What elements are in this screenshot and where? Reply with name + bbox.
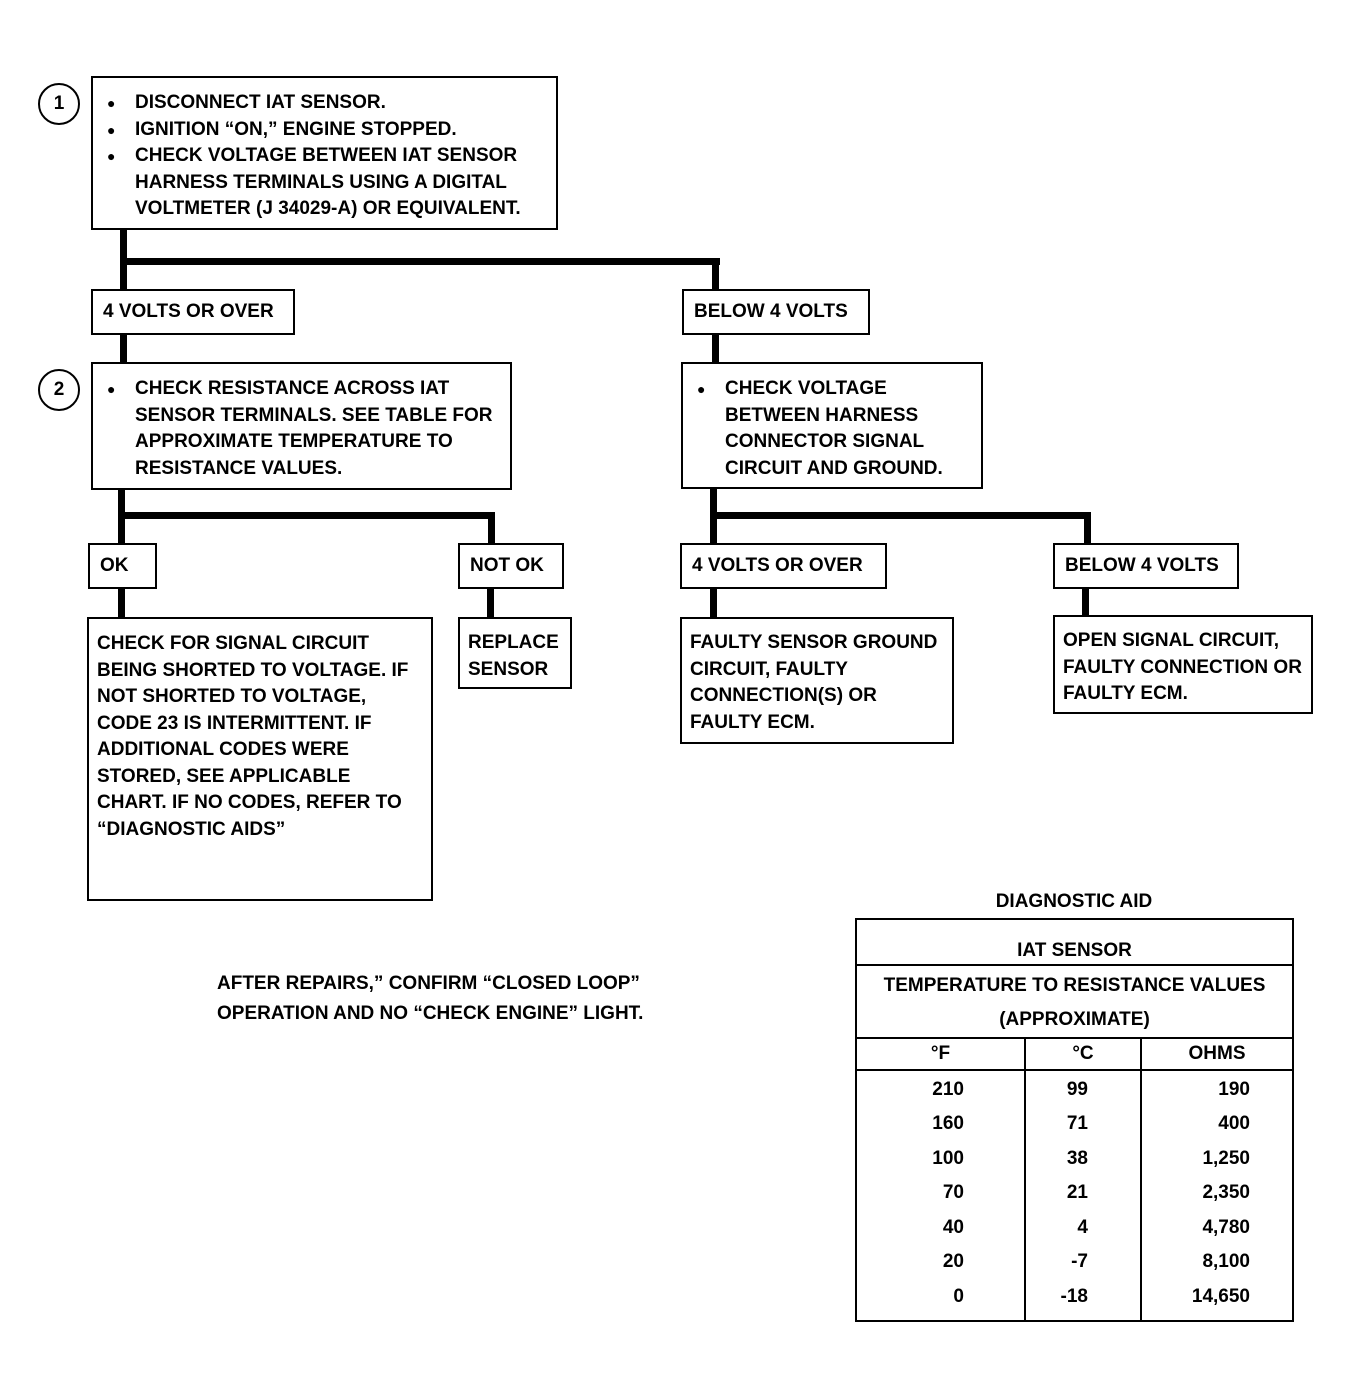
- table-cell-fahrenheit: 20: [942, 1251, 964, 1272]
- connector-line: [488, 512, 495, 544]
- branch-label-ok: OK: [88, 543, 157, 589]
- table-cell-ohms: 190: [1218, 1079, 1250, 1100]
- branch-label-text: OK: [100, 554, 129, 576]
- column-header-ohms: OHMS: [1188, 1043, 1246, 1064]
- branch-label-text: BELOW 4 VOLTS: [1065, 554, 1219, 576]
- table-cell-ohms: 8,100: [1202, 1251, 1250, 1272]
- connector-line: [712, 333, 719, 365]
- table-title: IAT SENSOR: [1017, 940, 1132, 961]
- result-ok-box: CHECK FOR SIGNAL CIRCUIT BEING SHORTED T…: [87, 617, 433, 901]
- result-right-below-box: OPEN SIGNAL CIRCUIT, FAULTY CONNECTION O…: [1053, 615, 1313, 714]
- step-1-marker: 1: [38, 83, 80, 125]
- result-not-ok-text: REPLACE SENSOR: [468, 632, 559, 680]
- result-ok-text: CHECK FOR SIGNAL CIRCUIT BEING SHORTED T…: [97, 633, 409, 840]
- result-right-over-text: FAULTY SENSOR GROUND CIRCUIT, FAULTY CON…: [690, 632, 938, 733]
- connector-line: [1084, 512, 1091, 544]
- connector-line: [487, 587, 494, 619]
- check-voltage-box: CHECK VOLTAGE BETWEEN HARNESS CONNECTOR …: [681, 362, 983, 489]
- branch-label-not-ok: NOT OK: [458, 543, 564, 589]
- table-cell-fahrenheit: 100: [932, 1148, 964, 1169]
- connector-line: [710, 587, 717, 619]
- connector-line: [712, 258, 719, 290]
- table-cell-fahrenheit: 40: [942, 1217, 964, 1238]
- table-cell-celsius: 71: [1066, 1113, 1088, 1134]
- branch-label-text: 4 VOLTS OR OVER: [103, 300, 274, 322]
- table-cell-fahrenheit: 210: [932, 1079, 964, 1100]
- table-column-divider: [1140, 1037, 1142, 1320]
- column-header-fahrenheit: °F: [930, 1043, 951, 1064]
- check-voltage-bullet: CHECK VOLTAGE BETWEEN HARNESS CONNECTOR …: [691, 376, 973, 482]
- result-right-below-text: OPEN SIGNAL CIRCUIT, FAULTY CONNECTION O…: [1063, 630, 1302, 704]
- step-1-number: 1: [53, 93, 65, 114]
- step-1-bullet: CHECK VOLTAGE BETWEEN IAT SENSOR HARNESS…: [101, 143, 548, 223]
- column-header-celsius: °C: [1072, 1043, 1094, 1064]
- step-2-number: 2: [53, 379, 65, 400]
- branch-label-below-4-volts: BELOW 4 VOLTS: [1053, 543, 1239, 589]
- table-cell-celsius: 38: [1066, 1148, 1088, 1169]
- table-subtitle-2: (APPROXIMATE): [999, 1009, 1150, 1030]
- branch-label-text: 4 VOLTS OR OVER: [692, 554, 863, 576]
- table-column-divider: [1024, 1037, 1026, 1320]
- branch-label-below-4-volts: BELOW 4 VOLTS: [682, 289, 870, 335]
- connector-line: [710, 512, 1091, 519]
- table-divider: [857, 1037, 1292, 1039]
- table-cell-fahrenheit: 70: [942, 1182, 964, 1203]
- table-cell-celsius: 4: [1077, 1217, 1088, 1238]
- branch-label-4-volts-or-over: 4 VOLTS OR OVER: [91, 289, 295, 335]
- step-1-box: DISCONNECT IAT SENSOR. IGNITION “ON,” EN…: [91, 76, 558, 230]
- table-cell-ohms: 1,250: [1202, 1148, 1250, 1169]
- after-repairs-note: AFTER REPAIRS,” CONFIRM “CLOSED LOOP” OP…: [217, 969, 687, 1029]
- table-cell-celsius: 99: [1066, 1079, 1088, 1100]
- connector-line: [1082, 587, 1089, 617]
- table-cell-ohms: 4,780: [1202, 1217, 1250, 1238]
- connector-line: [118, 587, 125, 619]
- branch-label-text: NOT OK: [470, 554, 544, 576]
- step-2-box: CHECK RESISTANCE ACROSS IAT SENSOR TERMI…: [91, 362, 512, 490]
- iat-sensor-table: IAT SENSOR TEMPERATURE TO RESISTANCE VAL…: [855, 918, 1294, 1322]
- branch-label-text: BELOW 4 VOLTS: [694, 300, 848, 322]
- connector-line: [118, 512, 495, 519]
- table-cell-ohms: 14,650: [1191, 1286, 1250, 1307]
- table-caption: DIAGNOSTIC AID: [995, 891, 1153, 912]
- step-1-bullet: IGNITION “ON,” ENGINE STOPPED.: [101, 117, 548, 144]
- table-cell-fahrenheit: 160: [932, 1113, 964, 1134]
- table-divider: [857, 1069, 1292, 1071]
- branch-label-4-volts-or-over: 4 VOLTS OR OVER: [680, 543, 887, 589]
- table-divider: [857, 964, 1292, 966]
- connector-line: [120, 333, 127, 365]
- table-cell-ohms: 400: [1218, 1113, 1250, 1134]
- connector-line: [120, 258, 720, 265]
- table-cell-celsius: -7: [1071, 1251, 1088, 1272]
- result-not-ok-box: REPLACE SENSOR: [458, 617, 572, 689]
- table-cell-ohms: 2,350: [1202, 1182, 1250, 1203]
- step-2-marker: 2: [38, 369, 80, 411]
- table-cell-celsius: -18: [1060, 1286, 1088, 1307]
- table-subtitle: TEMPERATURE TO RESISTANCE VALUES: [883, 975, 1266, 996]
- step-1-bullet: DISCONNECT IAT SENSOR.: [101, 90, 548, 117]
- step-2-bullet: CHECK RESISTANCE ACROSS IAT SENSOR TERMI…: [101, 376, 502, 482]
- table-cell-fahrenheit: 0: [953, 1286, 964, 1307]
- after-repairs-note-text: AFTER REPAIRS,” CONFIRM “CLOSED LOOP” OP…: [217, 973, 644, 1024]
- table-cell-celsius: 21: [1066, 1182, 1088, 1203]
- result-right-over-box: FAULTY SENSOR GROUND CIRCUIT, FAULTY CON…: [680, 617, 954, 744]
